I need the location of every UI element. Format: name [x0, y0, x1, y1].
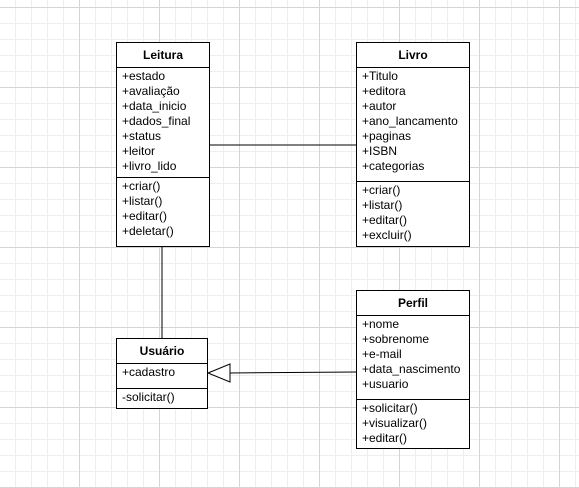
- method: +editar(): [122, 209, 168, 223]
- class-name: Usuário: [117, 339, 207, 364]
- method: +solicitar(): [362, 401, 418, 415]
- attribute: +status: [122, 129, 162, 143]
- attribute: +cadastro: [122, 365, 176, 379]
- method: +editar(): [362, 213, 408, 227]
- attribute: +e-mail: [362, 347, 402, 361]
- method: +listar(): [362, 198, 403, 212]
- methods-section: -solicitar(): [117, 388, 207, 407]
- attribute: +leitor: [122, 144, 156, 158]
- generalization-perfil-usuario-line: [229, 371, 357, 374]
- generalization-arrowhead-icon: [206, 363, 231, 383]
- attribute: +sobrenome: [362, 332, 430, 346]
- method: +editar(): [362, 431, 408, 445]
- attribute: +estado: [122, 69, 166, 83]
- class-livro[interactable]: Livro +Titulo +editora +autor +ano_lanca…: [356, 42, 470, 247]
- attributes-section: +nome +sobrenome +e-mail +data_nasciment…: [357, 316, 469, 399]
- methods-section: +solicitar() +visualizar() +editar(): [357, 399, 469, 448]
- attribute: +editora: [362, 84, 406, 98]
- class-usuario[interactable]: Usuário +cadastro -solicitar(): [116, 338, 208, 409]
- method: +deletar(): [122, 224, 174, 238]
- attribute: +Titulo: [362, 69, 398, 83]
- class-leitura[interactable]: Leitura +estado +avaliação +data_inicio …: [116, 42, 210, 247]
- class-perfil[interactable]: Perfil +nome +sobrenome +e-mail +data_na…: [356, 290, 470, 449]
- attribute: +usuario: [362, 377, 409, 391]
- attribute: +nome: [362, 317, 400, 331]
- attributes-section: +cadastro: [117, 364, 207, 388]
- attribute: +paginas: [362, 129, 412, 143]
- attribute: +dados_final: [122, 114, 191, 128]
- method: -solicitar(): [122, 390, 175, 404]
- attribute: +ISBN: [362, 144, 398, 158]
- attribute: +avaliação: [122, 84, 180, 98]
- attribute: +data_inicio: [122, 99, 187, 113]
- method: +criar(): [122, 179, 161, 193]
- attributes-section: +Titulo +editora +autor +ano_lancamento …: [357, 68, 469, 181]
- attribute: +data_nascimento: [362, 362, 461, 376]
- method: +visualizar(): [362, 416, 428, 430]
- class-name: Perfil: [357, 291, 469, 316]
- attributes-section: +estado +avaliação +data_inicio +dados_f…: [117, 68, 209, 177]
- method: +excluir(): [362, 228, 412, 242]
- methods-section: +criar() +listar() +editar() +excluir(): [357, 181, 469, 245]
- class-name: Livro: [357, 43, 469, 68]
- attribute: +autor: [362, 99, 397, 113]
- class-name: Leitura: [117, 43, 209, 68]
- attribute: +categorias: [362, 159, 425, 173]
- method: +criar(): [362, 183, 401, 197]
- method: +listar(): [122, 194, 163, 208]
- methods-section: +criar() +listar() +editar() +deletar(): [117, 177, 209, 241]
- attribute: +ano_lancamento: [362, 114, 458, 128]
- attribute: +livro_lido: [122, 159, 177, 173]
